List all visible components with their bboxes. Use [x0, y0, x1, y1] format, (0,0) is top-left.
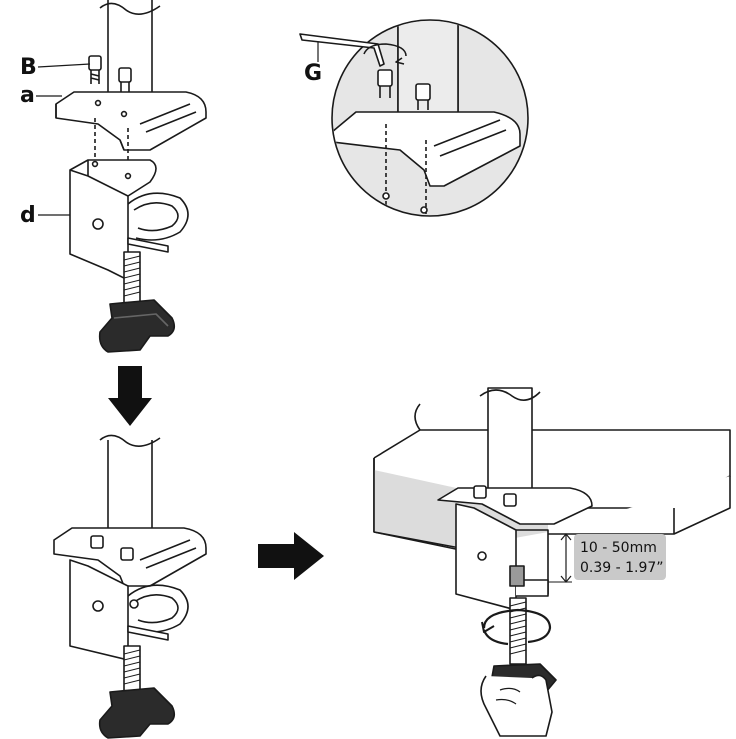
down-arrow-icon — [108, 366, 152, 426]
screw-b — [88, 55, 132, 92]
rotate-arrow-icon — [363, 43, 407, 57]
label-a: a — [20, 83, 35, 108]
dimension-metric: 10 - 50mm — [580, 540, 657, 556]
clamp-body-d — [69, 159, 157, 281]
step3-mounted-desk — [373, 387, 731, 737]
label-b: B — [20, 55, 37, 80]
detail-circle-hex-key — [299, 19, 529, 217]
dimension-label-box — [574, 534, 666, 580]
right-arrow-icon — [258, 532, 324, 580]
label-d: d — [20, 203, 36, 228]
label-g: G — [304, 61, 322, 86]
step2-assembled-clamp — [53, 434, 207, 739]
hand-icon — [480, 674, 553, 737]
rotate-arrow-icon — [482, 608, 552, 644]
base-plate-a — [55, 91, 207, 151]
part-labels: B a d — [20, 55, 91, 228]
threaded-rod — [123, 251, 141, 305]
dimension-imperial: 0.39 - 1.97” — [580, 560, 664, 576]
dimension-indicator: 10 - 50mm 0.39 - 1.97” — [548, 533, 666, 583]
clamp-knob — [98, 299, 176, 353]
step1-exploded-clamp — [55, 0, 207, 353]
